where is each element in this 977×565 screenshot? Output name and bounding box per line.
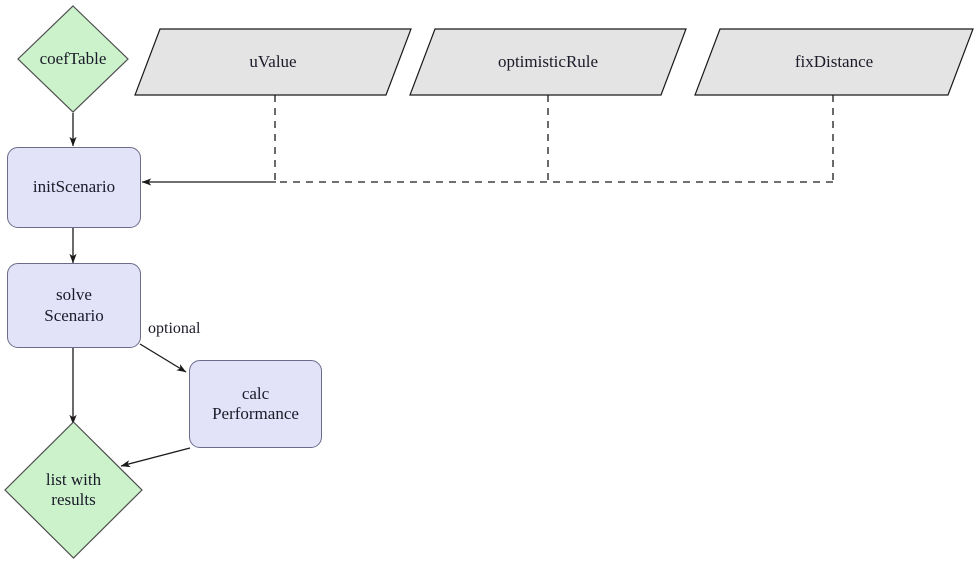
edge-solvescenario-to-calcperformance: [139, 343, 187, 373]
node-calcperformance-label: calc Performance: [212, 384, 299, 424]
coeftable-diamond-shape: [17, 5, 129, 113]
option-node-optimisticrule[interactable]: optimisticRule: [409, 28, 687, 96]
edge-label-optional: optional: [148, 320, 201, 337]
node-solvescenario-label-line2: Scenario: [44, 305, 104, 325]
node-solvescenario-label: solve Scenario: [44, 285, 103, 325]
node-listwithresults-label: list with results: [4, 421, 143, 559]
option-node-fixdistance-label: fixDistance: [794, 52, 874, 71]
optimisticrule-parallelogram-shape: [409, 28, 687, 96]
node-calcperformance-label-line1: calc: [241, 383, 270, 403]
option-node-uvalue[interactable]: uValue: [134, 28, 412, 96]
listwithresults-diamond-shape: [4, 421, 143, 559]
node-listwithresults-label-line1: list with: [45, 469, 102, 489]
node-coeftable-label: coefTable: [39, 48, 107, 68]
option-node-uvalue-label: uValue: [249, 52, 297, 71]
edge-calcperformance-to-listwithresults: [120, 447, 191, 468]
node-initscenario[interactable]: initScenario: [7, 147, 141, 228]
node-solvescenario-label-line1: solve: [56, 285, 92, 305]
node-calcperformance[interactable]: calc Performance: [189, 360, 322, 448]
option-node-optimisticrule-label: optimisticRule: [497, 52, 599, 71]
node-solvescenario[interactable]: solve Scenario: [7, 263, 141, 348]
uvalue-parallelogram-shape: [134, 28, 412, 96]
option-node-fixdistance[interactable]: fixDistance: [694, 28, 974, 96]
fixdistance-parallelogram-shape: [694, 28, 974, 96]
node-coeftable[interactable]: coefTable: [17, 5, 129, 113]
node-listwithresults-label-line2: results: [51, 490, 96, 509]
node-listwithresults[interactable]: list with results: [4, 421, 143, 559]
node-calcperformance-label-line2: Performance: [212, 404, 299, 423]
node-initscenario-label: initScenario: [32, 177, 116, 197]
